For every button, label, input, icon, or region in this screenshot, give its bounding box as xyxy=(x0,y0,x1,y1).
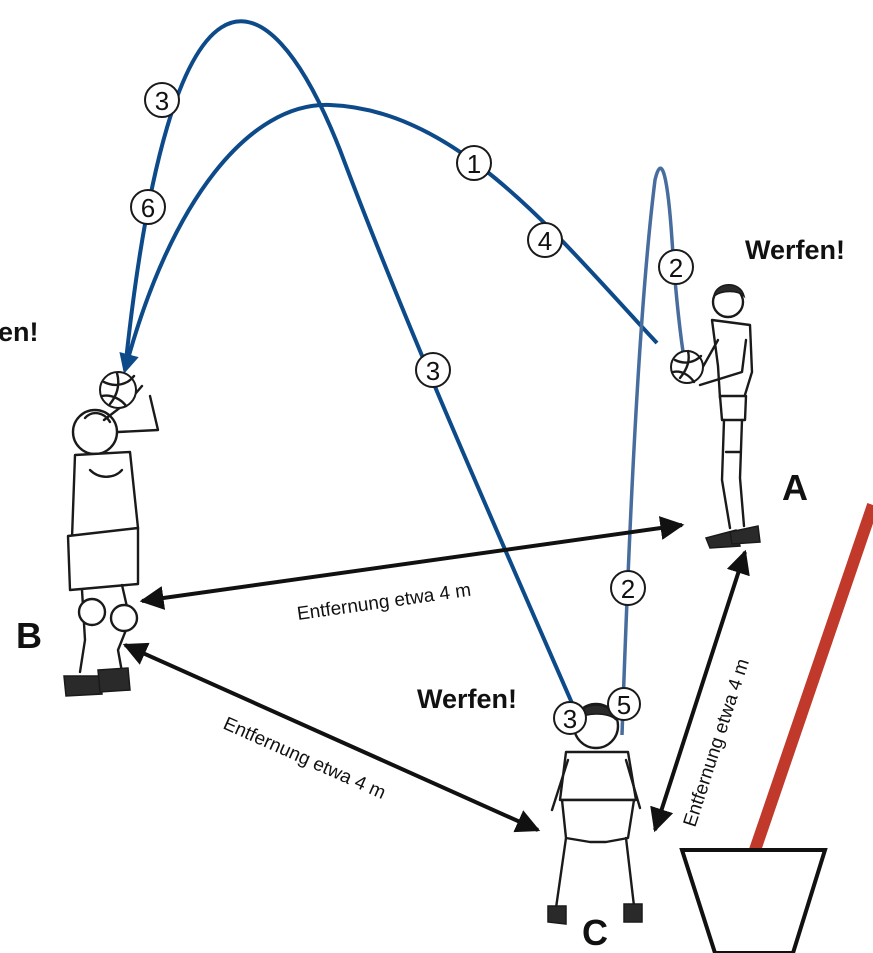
distance-arrow-b-c xyxy=(122,642,541,833)
player-c-call: Werfen! xyxy=(417,684,517,714)
ball-marker-1: 1 xyxy=(456,145,492,181)
ball-marker-4: 4 xyxy=(527,222,563,258)
svg-text:2: 2 xyxy=(621,574,635,604)
distance-arrow-a-c xyxy=(650,549,750,833)
ball-marker-2-top: 2 xyxy=(658,249,694,285)
trajectory-a-to-b xyxy=(119,102,659,374)
player-b-call: en! xyxy=(0,317,39,347)
svg-text:3: 3 xyxy=(563,704,577,734)
ball-marker-5: 5 xyxy=(607,687,641,721)
player-a-call: Werfen! xyxy=(745,235,845,265)
player-c-figure xyxy=(547,702,643,925)
svg-text:6: 6 xyxy=(141,193,155,223)
net-pole xyxy=(749,503,873,852)
ball-marker-3-top: 3 xyxy=(144,82,180,118)
player-c-letter: C xyxy=(582,912,608,953)
ball-marker-6: 6 xyxy=(130,189,166,225)
distance-label-a-c: Entfernung etwa 4 m xyxy=(680,656,754,829)
distance-arrow-a-b xyxy=(139,516,685,610)
player-b-letter: B xyxy=(16,615,42,656)
distance-label-a-b: Entfernung etwa 4 m xyxy=(296,580,473,625)
svg-text:2: 2 xyxy=(669,253,683,283)
ball-marker-3-middle: 3 xyxy=(415,352,451,388)
svg-text:3: 3 xyxy=(426,356,440,386)
player-b-figure xyxy=(63,371,160,697)
player-a-letter: A xyxy=(782,467,808,508)
svg-text:5: 5 xyxy=(617,690,631,720)
svg-text:3: 3 xyxy=(155,86,169,116)
svg-text:1: 1 xyxy=(467,149,481,179)
trajectory-c-to-a xyxy=(620,166,687,736)
ball-marker-2-middle: 2 xyxy=(610,570,646,606)
player-a-figure xyxy=(670,284,761,549)
ball-marker-3-bottom: 3 xyxy=(553,701,587,735)
target-basket xyxy=(679,848,828,953)
svg-text:4: 4 xyxy=(538,226,552,256)
